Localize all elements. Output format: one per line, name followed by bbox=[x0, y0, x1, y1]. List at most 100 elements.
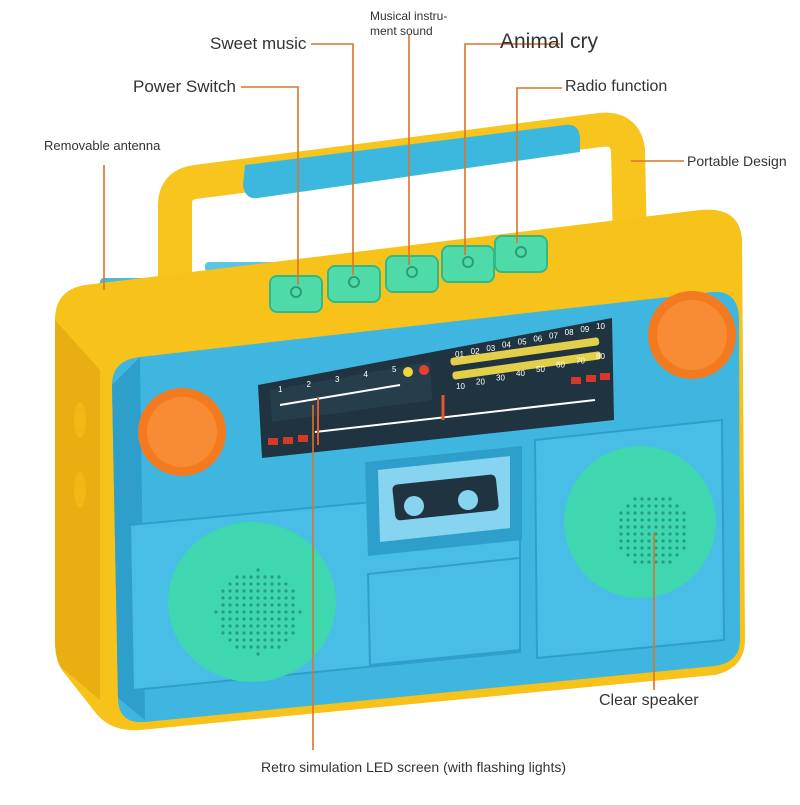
speaker-grille-dot bbox=[640, 560, 644, 564]
speaker-grille-dot bbox=[228, 617, 232, 621]
speaker-grille-dot bbox=[242, 582, 246, 586]
speaker-grille-dot bbox=[640, 546, 644, 550]
speaker-grille-dot bbox=[277, 582, 281, 586]
function-buttons bbox=[269, 235, 548, 313]
speaker-grille-dot bbox=[682, 518, 686, 522]
speaker-grille-dot bbox=[661, 518, 665, 522]
speaker-grille-dot bbox=[647, 539, 651, 543]
speaker-grille-dot bbox=[626, 539, 630, 543]
speaker-grille-dot bbox=[249, 645, 253, 649]
speaker-grille-dot bbox=[661, 504, 665, 508]
speaker-grille-dot bbox=[256, 624, 260, 628]
speaker-grille-dot bbox=[675, 553, 679, 557]
speaker-grille-dot bbox=[619, 511, 623, 515]
speaker-grille-dot bbox=[647, 525, 651, 529]
speaker-grille-dot bbox=[619, 518, 623, 522]
speaker-grille-dot bbox=[277, 617, 281, 621]
speaker-grille-dot bbox=[256, 652, 260, 656]
speaker-grille-dot bbox=[277, 638, 281, 642]
speaker-grille-dot bbox=[284, 617, 288, 621]
speaker-grille-dot bbox=[235, 624, 239, 628]
top-scale-number: 09 bbox=[580, 325, 589, 334]
speaker-grille-dot bbox=[633, 525, 637, 529]
cassette-window bbox=[365, 446, 522, 667]
speaker-grille-dot bbox=[242, 603, 246, 607]
speaker-grille-dot bbox=[256, 582, 260, 586]
speaker-grille-dot bbox=[668, 511, 672, 515]
speaker-grille-dot bbox=[242, 638, 246, 642]
speaker-grille-dot bbox=[619, 546, 623, 550]
speaker-grille-dot bbox=[626, 518, 630, 522]
speaker-grille-dot bbox=[668, 497, 672, 501]
speaker-grille-dot bbox=[256, 603, 260, 607]
speaker-grille-dot bbox=[647, 497, 651, 501]
speaker-grille-dot bbox=[263, 575, 267, 579]
speaker-grille-dot bbox=[242, 645, 246, 649]
speaker-grille-dot bbox=[675, 504, 679, 508]
speaker-grille-dot bbox=[242, 589, 246, 593]
speaker-grille-dot bbox=[270, 645, 274, 649]
speaker-grille-dot bbox=[249, 596, 253, 600]
speaker-grille-dot bbox=[647, 518, 651, 522]
speaker-grille-dot bbox=[277, 575, 281, 579]
speaker-grille-dot bbox=[235, 575, 239, 579]
speaker-grille-dot bbox=[682, 546, 686, 550]
speaker-grille-dot bbox=[661, 553, 665, 557]
callout-lines bbox=[103, 35, 684, 750]
speaker-grille-dot bbox=[640, 497, 644, 501]
bottom-scale-number: 20 bbox=[476, 378, 485, 387]
speaker-grille-dot bbox=[249, 617, 253, 621]
speaker-grille-dot bbox=[270, 617, 274, 621]
speaker-grille-dot bbox=[256, 645, 260, 649]
speaker-grille-dot bbox=[284, 596, 288, 600]
speaker-grille-dot bbox=[675, 546, 679, 550]
speaker-grille-dot bbox=[675, 539, 679, 543]
speaker-grille-dot bbox=[633, 518, 637, 522]
speaker-grille-dot bbox=[661, 560, 665, 564]
speaker-grille-dot bbox=[291, 589, 295, 593]
speaker-grille-dot bbox=[284, 589, 288, 593]
speaker-grille-dot bbox=[256, 610, 260, 614]
speaker-grille-dot bbox=[228, 596, 232, 600]
speaker-grille-dot bbox=[284, 603, 288, 607]
speaker-grille-dot bbox=[661, 532, 665, 536]
speaker-grille-dot bbox=[221, 624, 225, 628]
speaker-grille-dot bbox=[640, 504, 644, 508]
top-scale-number: 10 bbox=[596, 322, 605, 331]
speaker-grille-dot bbox=[654, 518, 658, 522]
speaker-grille-dot bbox=[626, 546, 630, 550]
speaker-grille-dot bbox=[249, 603, 253, 607]
speaker-grille-dot bbox=[647, 546, 651, 550]
speaker-grille-dot bbox=[626, 532, 630, 536]
speaker-grille-dot bbox=[661, 511, 665, 515]
speaker-grille-dot bbox=[647, 504, 651, 508]
speaker-grille-dot bbox=[647, 511, 651, 515]
speaker-grille-dot bbox=[249, 610, 253, 614]
speaker-grille-dot bbox=[654, 497, 658, 501]
speaker-grille-dot bbox=[242, 631, 246, 635]
speaker-grille-dot bbox=[235, 589, 239, 593]
speaker-grille-dot bbox=[263, 645, 267, 649]
speaker-grille-dot bbox=[270, 631, 274, 635]
speaker-grille-dot bbox=[291, 610, 295, 614]
speaker-grille-dot bbox=[263, 617, 267, 621]
speaker-grille-dot bbox=[291, 617, 295, 621]
speaker-grille-dot bbox=[654, 539, 658, 543]
speaker-grille-dot bbox=[291, 631, 295, 635]
speaker-grille-dot bbox=[640, 532, 644, 536]
left-scale-number: 4 bbox=[364, 370, 369, 379]
speaker-grille-dot bbox=[661, 525, 665, 529]
speaker-grille-dot bbox=[263, 624, 267, 628]
top-scale-number: 03 bbox=[486, 344, 495, 353]
speaker-grille-dot bbox=[235, 610, 239, 614]
speaker-grille-dot bbox=[640, 553, 644, 557]
speaker-grille-dot bbox=[633, 497, 637, 501]
bottom-scale-number: 50 bbox=[536, 365, 545, 374]
speaker-grille-dot bbox=[263, 589, 267, 593]
speaker-grille-dot bbox=[235, 582, 239, 586]
speaker-grille-dot bbox=[270, 596, 274, 600]
